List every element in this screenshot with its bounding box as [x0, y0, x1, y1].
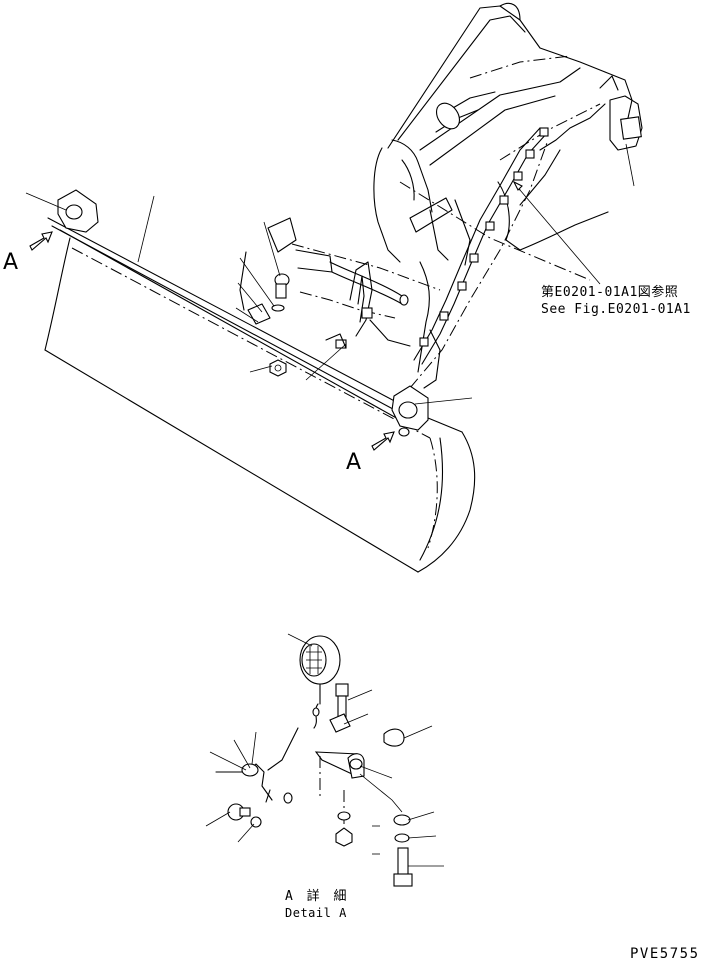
detail-a [215, 635, 413, 887]
view-marker-a-left: A [3, 250, 19, 275]
blade [44, 189, 476, 573]
detail-caption-ja: A 詳 細 [285, 889, 350, 904]
leader-lines-lower [205, 633, 444, 867]
lift-frame [267, 2, 643, 389]
drawing-number: PVE5755 [630, 946, 700, 962]
view-marker-a-right: A [346, 450, 362, 475]
detail-caption-en: Detail A [285, 906, 347, 920]
leader-lines-upper [25, 180, 601, 405]
upper-fasteners [29, 231, 395, 451]
reference-label-en: See Fig.E0201-01A1 [541, 302, 691, 317]
reference-label-ja: 第E0201-01A1図参照 [541, 285, 679, 300]
